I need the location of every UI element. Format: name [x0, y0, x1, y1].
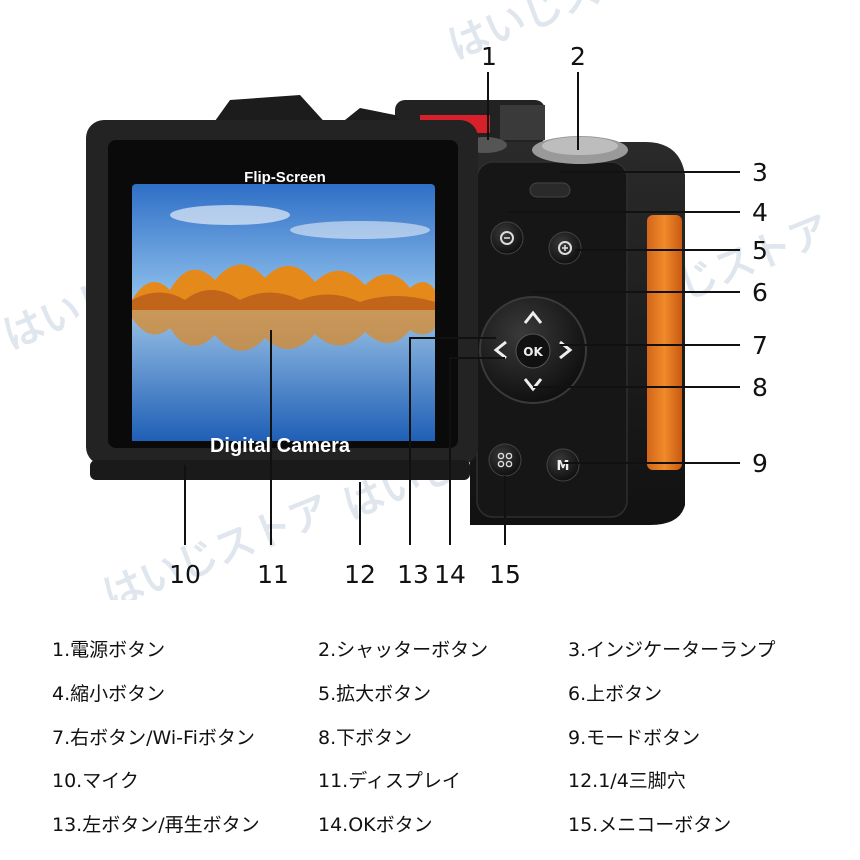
menu-button[interactable]	[488, 443, 522, 477]
legend-item: 1.電源ボタン	[52, 639, 166, 661]
callout-8: 8	[752, 373, 768, 402]
ok-button[interactable]	[515, 333, 551, 369]
flip-screen: Flip-Screen Digital Camera	[86, 120, 478, 465]
indicator-lamp	[529, 182, 571, 198]
grid-icon	[497, 452, 513, 468]
legend-item: 15.メニコーボタン	[568, 814, 732, 836]
zoom-out-button[interactable]	[490, 221, 524, 255]
callout-numbers: 1 2 3 4 5 6 7 8 9 10 11 12 13 14 15	[169, 42, 768, 589]
callout-2: 2	[570, 42, 586, 71]
display-image	[132, 184, 435, 441]
legend-item: 9.モードボタン	[568, 727, 701, 749]
callout-9: 9	[752, 449, 768, 478]
mode-label: M	[557, 459, 570, 474]
zoom-in-icon	[558, 241, 572, 255]
legend-item: 4.縮小ボタン	[52, 683, 166, 705]
callout-5: 5	[752, 236, 768, 265]
leader-lines	[184, 72, 740, 545]
orange-grip	[647, 215, 682, 470]
legend-item: 2.シャッターボタン	[318, 639, 489, 661]
zoom-in-button[interactable]	[548, 231, 582, 265]
callout-14: 14	[434, 560, 466, 589]
legend-item: 13.左ボタン/再生ボタン	[52, 814, 260, 836]
callout-12: 12	[344, 560, 376, 589]
callout-7: 7	[752, 331, 768, 360]
legend-item: 7.右ボタン/Wi-Fiボタン	[52, 727, 255, 749]
callout-10: 10	[169, 560, 201, 589]
shutter-button-top	[542, 137, 618, 155]
legend-item: 8.下ボタン	[318, 727, 413, 749]
callout-3: 3	[752, 158, 768, 187]
legend-item: 6.上ボタン	[568, 683, 663, 705]
legend-item: 5.拡大ボタン	[318, 683, 432, 705]
legend-item: 12.1/4三脚穴	[568, 770, 686, 792]
legend-item: 14.OKボタン	[318, 814, 433, 836]
left-button[interactable]	[493, 340, 507, 360]
callout-6: 6	[752, 278, 768, 307]
callout-1: 1	[481, 42, 497, 71]
callout-11: 11	[257, 560, 289, 589]
watermark-text: はいじストア	[97, 487, 337, 600]
mode-button[interactable]: M	[546, 448, 580, 482]
d-pad: OK	[479, 296, 587, 404]
callout-4: 4	[752, 198, 768, 227]
callout-15: 15	[489, 560, 521, 589]
up-button[interactable]	[523, 310, 543, 324]
screen-top-text: Flip-Screen	[244, 169, 326, 186]
camera-bottom	[90, 460, 470, 480]
ok-label: OK	[523, 345, 543, 359]
legend-item: 10.マイク	[52, 770, 139, 792]
callout-13: 13	[397, 560, 429, 589]
legend-item: 11.ディスプレイ	[318, 770, 461, 792]
parts-legend: 1.電源ボタン 2.シャッターボタン 3.インジケーターランプ 4.縮小ボタン …	[0, 620, 860, 850]
screen-bottom-text: Digital Camera	[210, 435, 351, 457]
down-button[interactable]	[523, 378, 543, 392]
legend-item: 3.インジケーターランプ	[568, 639, 776, 661]
watermark-text: はいじストア	[442, 0, 682, 69]
zoom-out-icon	[500, 231, 514, 245]
camera-diagram: はいじストア はいじストア はいじストア はいじストア はいじストア はいじスト…	[0, 0, 836, 600]
hinge-bump	[210, 95, 330, 128]
